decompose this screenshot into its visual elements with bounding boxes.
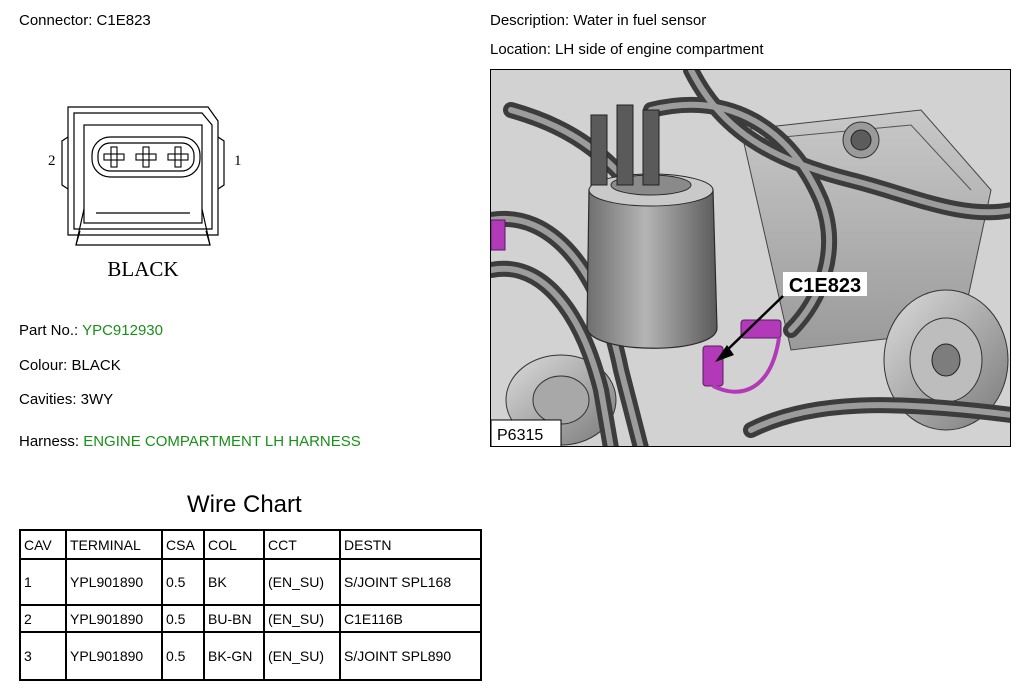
cell-col: BK xyxy=(203,558,265,606)
photo-reference-label: P6315 xyxy=(497,427,543,444)
cell-cct: (EN_SU) xyxy=(263,631,341,681)
cell-csa: 0.5 xyxy=(161,631,205,681)
part-number-label: Part No.: xyxy=(19,322,83,339)
colour-text: Colour: BLACK xyxy=(19,357,121,374)
wire-chart-title: Wire Chart xyxy=(187,491,302,518)
column-header-destn: DESTN xyxy=(339,529,482,560)
cell-csa: 0.5 xyxy=(161,604,205,633)
cell-csa: 0.5 xyxy=(161,558,205,606)
column-header-col: COL xyxy=(203,529,265,560)
cell-terminal: YPL901890 xyxy=(65,604,163,633)
cell-terminal: YPL901890 xyxy=(65,558,163,606)
cavities-text: Cavities: 3WY xyxy=(19,391,114,408)
table-row: 3 YPL901890 0.5 BK-GN (EN_SU) S/JOINT SP… xyxy=(19,631,482,681)
location-text: Location: LH side of engine compartment xyxy=(490,41,764,58)
cell-cct: (EN_SU) xyxy=(263,604,341,633)
part-number: Part No.: YPC912930 xyxy=(19,322,163,340)
column-header-cav: CAV xyxy=(19,529,67,560)
cell-cav: 1 xyxy=(19,558,67,606)
harness: Harness: ENGINE COMPARTMENT LH HARNESS xyxy=(19,433,361,451)
cell-col: BK-GN xyxy=(203,631,265,681)
harness-label: Harness: xyxy=(19,433,84,450)
cell-col: BU-BN xyxy=(203,604,265,633)
table-row: 2 YPL901890 0.5 BU-BN (EN_SU) C1E116B xyxy=(19,604,482,633)
column-header-csa: CSA xyxy=(161,529,205,560)
pin-label-1: 1 xyxy=(234,153,242,169)
table-row: 1 YPL901890 0.5 BK (EN_SU) S/JOINT SPL16… xyxy=(19,558,482,606)
table-header-row: CAV TERMINAL CSA COL CCT DESTN xyxy=(19,529,482,560)
wire-chart-table: CAV TERMINAL CSA COL CCT DESTN 1 YPL9018… xyxy=(19,529,482,681)
column-header-terminal: TERMINAL xyxy=(65,529,163,560)
column-header-cct: CCT xyxy=(263,529,341,560)
connector-title: Connector: C1E823 xyxy=(19,12,151,29)
cell-destn: C1E116B xyxy=(339,604,482,633)
photo-callout-label: C1E823 xyxy=(789,275,861,297)
pin-label-2: 2 xyxy=(48,153,56,169)
housing-colour-label: BLACK xyxy=(107,257,178,281)
cell-cav: 3 xyxy=(19,631,67,681)
description-text: Description: Water in fuel sensor xyxy=(490,12,707,29)
connector-face-diagram: 2 1 BLACK xyxy=(40,85,260,285)
cell-destn: S/JOINT SPL168 xyxy=(339,558,482,606)
part-number-value: YPC912930 xyxy=(82,322,163,339)
cell-cct: (EN_SU) xyxy=(263,558,341,606)
cell-destn: S/JOINT SPL890 xyxy=(339,631,482,681)
engine-location-illustration: C1E823 P6315 xyxy=(490,69,1011,447)
cell-cav: 2 xyxy=(19,604,67,633)
cell-terminal: YPL901890 xyxy=(65,631,163,681)
harness-value: ENGINE COMPARTMENT LH HARNESS xyxy=(83,433,361,450)
